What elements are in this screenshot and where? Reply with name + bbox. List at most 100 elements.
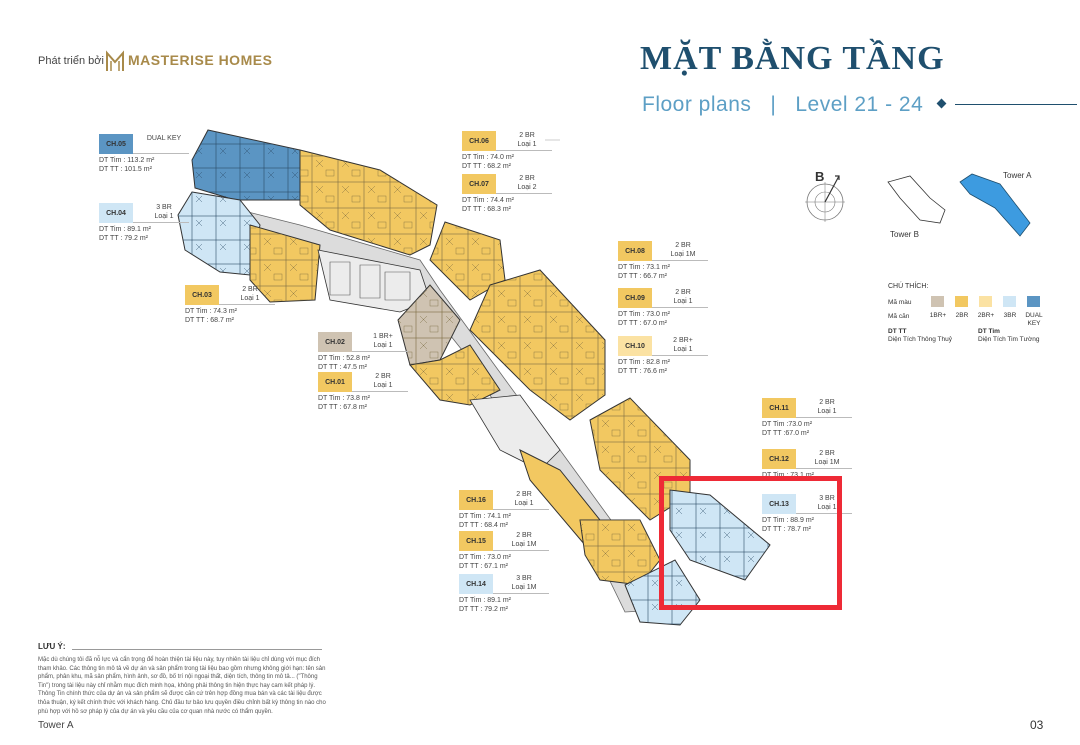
legend-title: CHÚ THÍCH:: [888, 283, 929, 290]
unit-type: 3 BR: [819, 495, 835, 502]
unit-code: CH.11: [762, 398, 796, 418]
unit-class: Loại 1M: [511, 584, 537, 591]
unit-class: Loại 1: [154, 213, 174, 220]
unit-area-tim: DT Tim : 74.1 m²: [459, 513, 511, 520]
developer-prefix: Phát triển bởi: [38, 55, 104, 67]
unit-code: CH.01: [318, 372, 352, 392]
unit-type: 2 BR: [519, 132, 535, 139]
unit-class: Loại 1: [673, 346, 693, 353]
unit-area-tim: DT Tim : 89.1 m²: [99, 226, 151, 233]
unit-type: 2 BR+: [673, 337, 693, 344]
unit-type: 2 BR: [519, 175, 535, 182]
unit-area-tim: DT Tim : 74.0 m²: [462, 154, 514, 161]
unit-area-tim: DT Tim : 88.9 m²: [762, 517, 814, 524]
unit-type: 2 BR: [675, 242, 691, 249]
unit-code: CH.09: [618, 288, 652, 308]
legend-def1-text: Diện Tích Thông Thuỷ: [888, 336, 952, 343]
unit-area-tt: DT TT : 79.2 m²: [99, 235, 149, 242]
legend-def2-abbr: DT Tim: [978, 328, 1000, 335]
unit-type: 2 BR: [516, 491, 532, 498]
highlight-box: [659, 476, 842, 610]
unit-code: CH.13: [762, 494, 796, 514]
unit-class: Loại 1: [373, 342, 393, 349]
legend-swatch-2br-plus: [979, 296, 992, 307]
unit-class: Loại 1M: [814, 459, 840, 466]
unit-type: 3 BR: [516, 575, 532, 582]
subtitle-rule: [955, 104, 1077, 105]
footer-tower: Tower A: [38, 720, 74, 731]
compass-label: B: [815, 169, 825, 184]
tower-keymap: [887, 173, 1031, 237]
footer-page-mark: 03: [1030, 718, 1044, 732]
unit-type: DUAL KEY: [146, 135, 182, 142]
unit-type: 2 BR: [819, 399, 835, 406]
legend-swatch-dual-key: [1027, 296, 1040, 307]
unit-card-ch04: CH.04 3 BR Loại 1 DT Tim : 89.1 m² DT TT :…: [99, 203, 189, 243]
unit-area-tt: DT TT : 76.6 m²: [618, 368, 668, 375]
unit-code: CH.08: [618, 241, 652, 261]
unit-area-tt: DT TT : 67.1 m²: [459, 563, 509, 570]
unit-code: CH.16: [459, 490, 493, 510]
unit-ch13-plan: [669, 489, 771, 581]
unit-code: CH.04: [99, 203, 133, 223]
unit-area-tim: DT Tim : 74.4 m²: [462, 197, 514, 204]
unit-ch02-plan: [397, 284, 461, 366]
unit-code: CH.05: [99, 134, 133, 154]
unit-code: CH.06: [462, 131, 496, 151]
legend-swatch-1br-plus: [931, 296, 944, 307]
unit-area-tim: DT Tim : 52.8 m²: [318, 355, 370, 362]
unit-type: 2 BR: [675, 289, 691, 296]
unit-area-tim: DT Tim : 73.8 m²: [318, 395, 370, 402]
unit-area-tt: DT TT : 66.7 m²: [618, 273, 668, 280]
unit-area-tt: DT TT : 78.7 m²: [762, 526, 812, 533]
unit-area-tt: DT TT : 67.0 m²: [618, 320, 668, 327]
unit-class: Loại 1: [517, 141, 537, 148]
unit-type: 2 BR: [242, 286, 258, 293]
unit-class: Loại 1: [240, 295, 260, 302]
unit-code: CH.10: [618, 336, 652, 356]
legend-item: DUAL KEY: [1025, 312, 1043, 327]
unit-code: CH.14: [459, 574, 493, 594]
unit-type: 2 BR: [819, 450, 835, 457]
masterise-logo-icon: [106, 50, 124, 71]
unit-ch09-ch10-plan: [469, 269, 606, 421]
unit-ch03-plan: [249, 224, 321, 303]
unit-card-ch05: CH.05 DUAL KEY DT Tim : 113.2 m² DT TT : …: [99, 134, 189, 174]
unit-class: Loại 1: [817, 408, 837, 415]
unit-ch05-plan: [191, 129, 301, 201]
unit-code: CH.03: [185, 285, 219, 305]
unit-area-tim: DT Tim : 73.0 m²: [459, 554, 511, 561]
unit-area-tim: DT Tim : 73.0 m²: [618, 311, 670, 318]
inner-core-plan: [469, 394, 561, 471]
unit-area-tt: DT TT : 79.2 m²: [459, 606, 509, 613]
unit-class: Loại 1: [673, 298, 693, 305]
unit-code: CH.02: [318, 332, 352, 352]
tower-a-label: Tower A: [1003, 171, 1032, 180]
unit-code: CH.07: [462, 174, 496, 194]
legend-swatch-3br: [1003, 296, 1016, 307]
unit-area-tim: DT Tim : 74.3 m²: [185, 308, 237, 315]
unit-area-tt: DT TT : 101.5 m²: [99, 166, 152, 173]
unit-type: 3 BR: [156, 204, 172, 211]
unit-ch04-plan: [177, 191, 261, 276]
unit-ch06-ch07-plan: [299, 149, 438, 256]
unit-area-tim: DT Tim :73.0 m²: [762, 421, 813, 428]
note-rule: [72, 649, 322, 650]
unit-area-tim: DT Tim : 113.2 m²: [99, 157, 155, 164]
legend-item: 1BR+: [929, 312, 947, 319]
legend-item: 2BR+: [977, 312, 995, 319]
legend-item: 3BR: [1003, 312, 1017, 319]
unit-class: Loại 1M: [511, 541, 537, 548]
note-body: Mặc dù chúng tôi đã nỗ lực và cẩn trọng …: [38, 657, 326, 715]
